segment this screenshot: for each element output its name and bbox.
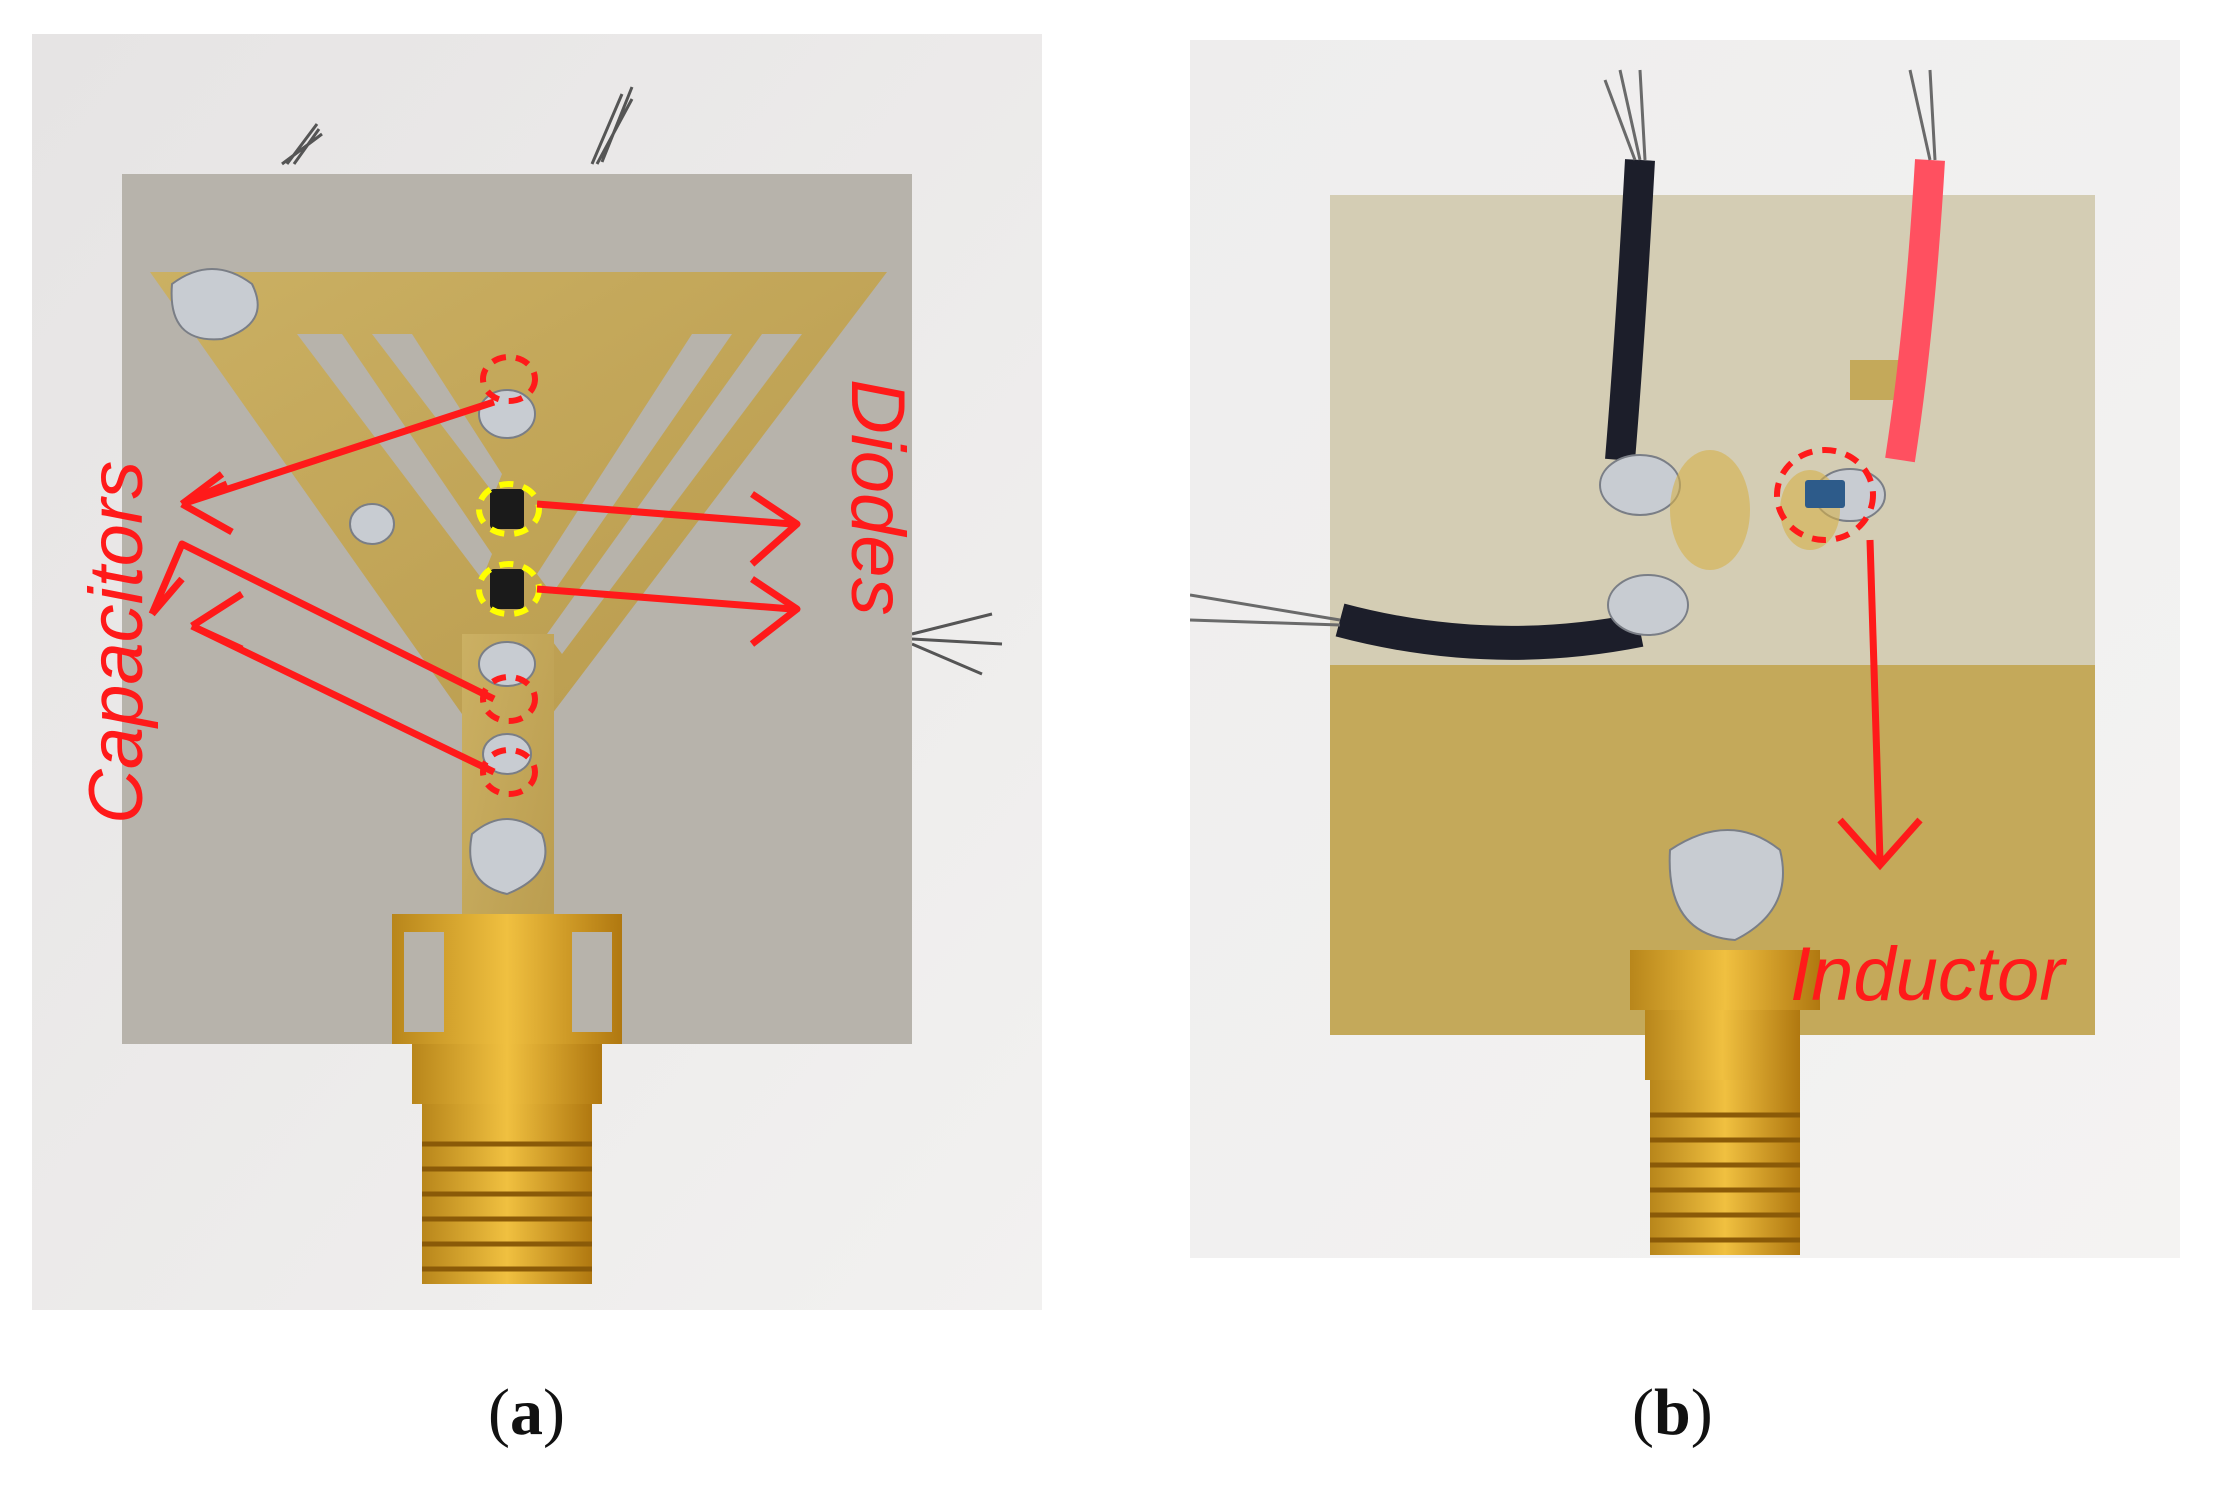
inductor-component xyxy=(1805,480,1845,508)
photo-panel-b: Inductor xyxy=(1190,40,2180,1258)
inductor-arrow xyxy=(1837,539,1923,871)
wire-strands xyxy=(1190,69,1937,627)
diode-components xyxy=(490,489,524,609)
capacitor-arrows xyxy=(148,398,496,776)
patch-slots xyxy=(297,334,802,654)
substrate-board xyxy=(1330,195,2095,665)
capacitors-label: Capacitors xyxy=(74,461,159,824)
capacitor-highlights xyxy=(480,354,538,797)
black-wire-left xyxy=(1335,603,1644,660)
photo-panel-a: Capacitors Diodes xyxy=(32,34,1042,1310)
diode-arrows xyxy=(536,491,801,647)
antenna-front-photo: Capacitors Diodes xyxy=(32,34,1042,1310)
red-wire xyxy=(1885,159,1945,463)
caption-a: (a) xyxy=(488,1376,565,1449)
sma-connector xyxy=(392,914,622,1284)
solder-joints xyxy=(170,268,547,896)
inductor-label: Inductor xyxy=(1790,932,2067,1017)
caption-b: (b) xyxy=(1632,1376,1713,1449)
inductor-highlight xyxy=(1774,447,1876,543)
antenna-back-photo: Inductor xyxy=(1190,40,2180,1258)
sma-connector xyxy=(1630,950,1820,1255)
diodes-label: Diodes xyxy=(835,379,920,616)
wire-strands xyxy=(281,86,1003,676)
black-wire-top xyxy=(1605,159,1655,462)
